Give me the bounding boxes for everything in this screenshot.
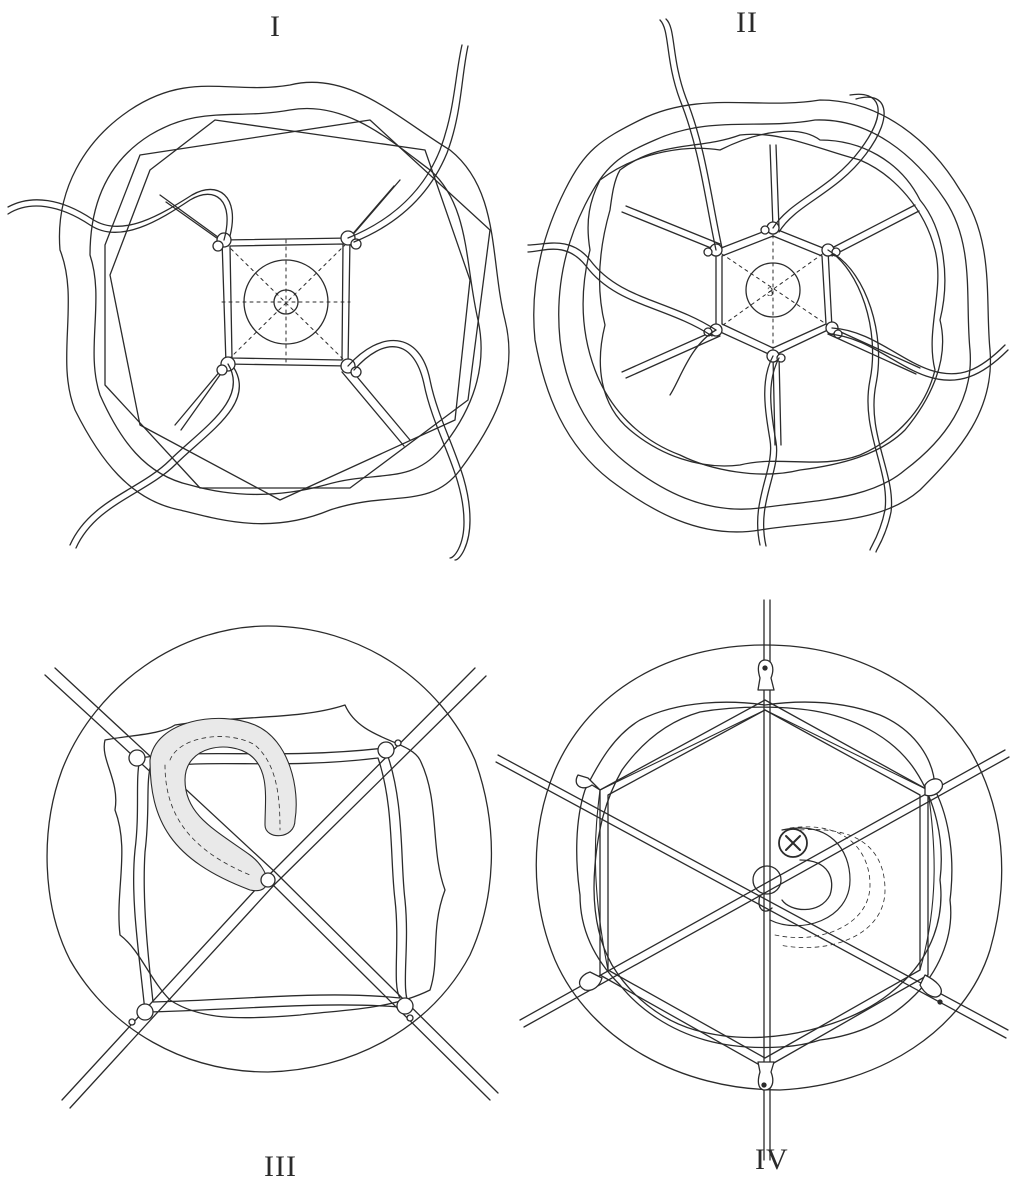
figure-2-center-mark: 3	[767, 284, 774, 299]
figure-1-tentacle	[8, 194, 227, 240]
figure-2-ring-canal	[716, 228, 832, 356]
figure-3-bell-outer	[47, 626, 491, 1072]
figure-1-bell-inner	[90, 108, 481, 494]
figure-4-manubrium	[753, 866, 781, 894]
figure-1-tentacle	[348, 341, 470, 560]
figure-2-bell-outer	[534, 100, 991, 532]
figure-3-gonad	[150, 718, 296, 890]
figure-3-medusa	[45, 626, 498, 1108]
figure-1-medusa	[8, 45, 509, 560]
figure-1-label: I	[270, 10, 281, 44]
figure-2-tentacle	[528, 243, 716, 330]
figure-3-label: III	[264, 1150, 297, 1184]
figure-4-medusa	[496, 600, 1009, 1160]
figure-2-label: II	[736, 6, 758, 40]
figure-4-label: IV	[755, 1143, 789, 1177]
figure-1-lobe-b	[110, 120, 470, 500]
figure-2-bell-inner	[559, 120, 971, 509]
figure-2-tentacle	[828, 250, 886, 550]
figure-1-bell-outer	[59, 82, 509, 523]
